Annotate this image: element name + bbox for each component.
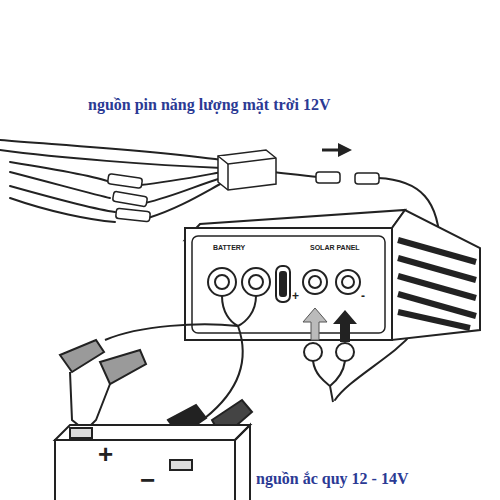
terminal-label: BATTERY	[213, 244, 245, 252]
polarity-mark: -	[361, 290, 365, 303]
polarity-mark: +	[98, 440, 113, 469]
terminal-label: SOLAR PANEL	[310, 244, 360, 252]
polarity-mark: −	[140, 466, 155, 495]
battery-caption: nguồn ắc quy 12 - 14V	[256, 470, 408, 488]
polarity-mark: +	[292, 290, 299, 303]
source-caption: nguồn pin năng lượng mặt trời 12V	[88, 96, 330, 114]
